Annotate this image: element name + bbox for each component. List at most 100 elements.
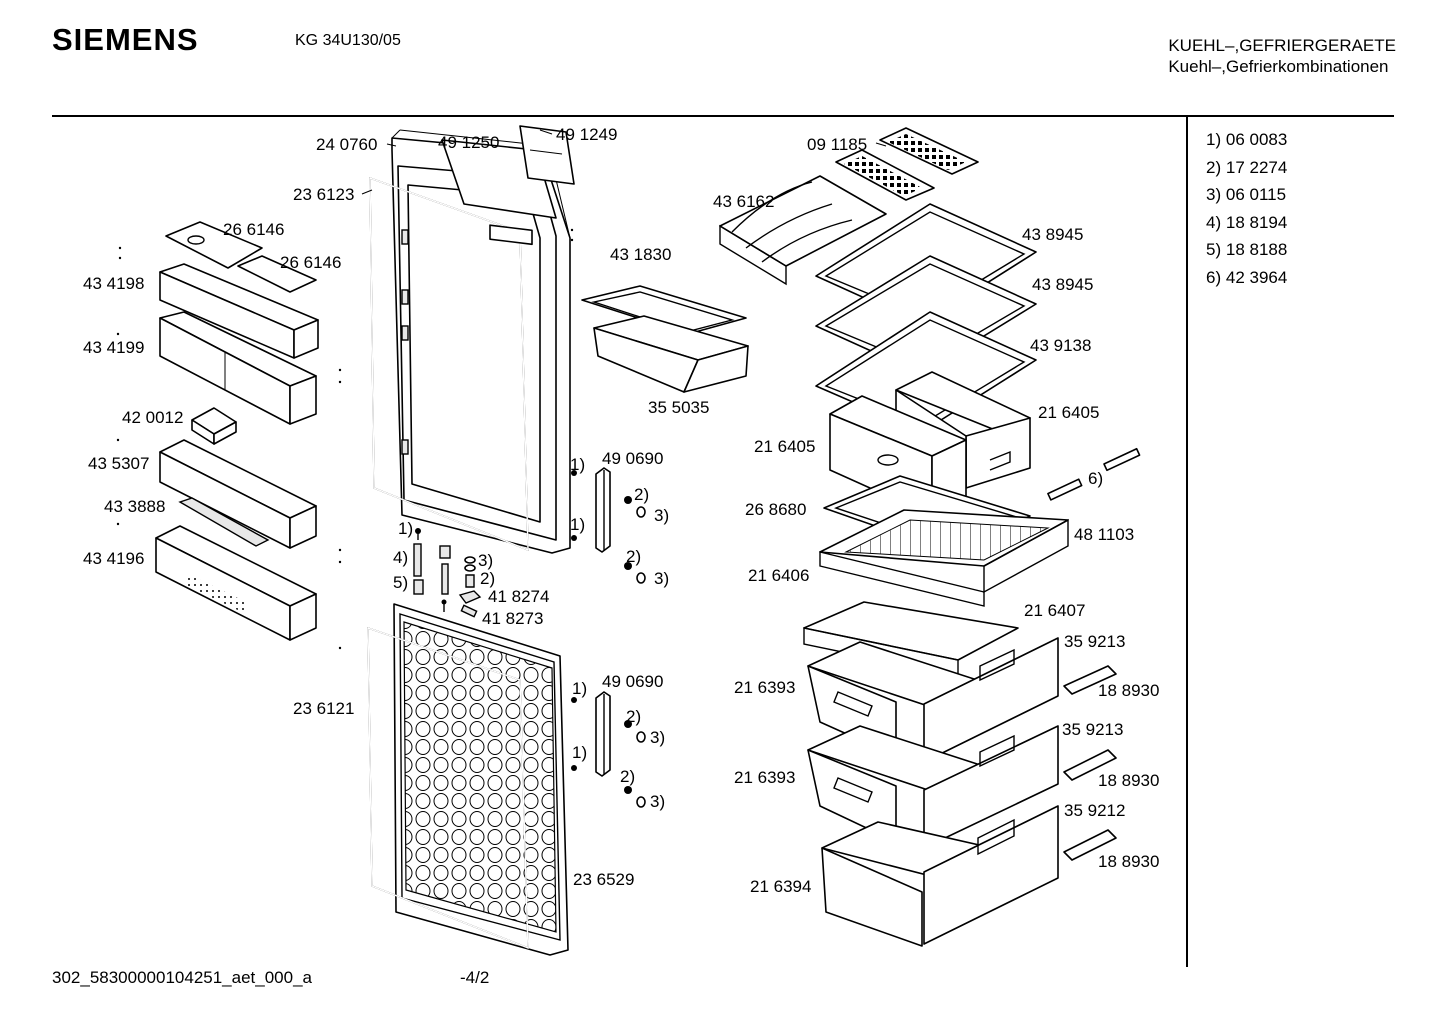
callout-label: 48 1103: [1074, 525, 1134, 544]
hinge-hardware: [413, 528, 482, 618]
legend-list: 1) 06 0083 2) 17 2274 3) 06 0115 4) 18 8…: [1206, 126, 1287, 291]
door-shelf-1: [159, 263, 319, 359]
callout-label: 2): [626, 547, 641, 566]
callout-label: 3): [478, 551, 493, 570]
callout-label: 43 3888: [104, 497, 165, 516]
freezer-door-gasket: [367, 627, 529, 950]
callout-label: 21 6406: [748, 566, 809, 585]
door-shelf-4: [155, 525, 317, 641]
callout-label: 23 6121: [293, 699, 354, 718]
callout-label: 43 9138: [1030, 336, 1091, 355]
leader-lines: [361, 129, 887, 195]
door-handle-lower: [571, 691, 646, 808]
callout-label: 35 9213: [1062, 720, 1123, 739]
callout-label: 4): [393, 548, 408, 567]
callout-label: 2): [626, 707, 641, 726]
callout-label: 1): [572, 743, 587, 762]
legend-item: 3) 06 0115: [1206, 185, 1287, 204]
brand-logo: SIEMENS: [52, 22, 199, 57]
callout-label: 5): [393, 573, 408, 592]
callout-label: 43 5307: [88, 454, 149, 473]
door-handle-upper: [571, 467, 646, 584]
callout-label: 21 6393: [734, 678, 795, 697]
fridge-door-gasket: [369, 176, 529, 552]
callout-label: 42 0012: [122, 408, 183, 427]
callout-label: 26 8680: [745, 500, 806, 519]
bottle-retainer: [178, 497, 270, 547]
legend-item: 4) 18 8194: [1206, 212, 1288, 232]
callout-label: 3): [650, 728, 665, 747]
category-heading: KUEHL–,GEFRIERGERAETE Kuehl–,Gefrierkomb…: [1168, 35, 1396, 77]
callout-label: 6): [1088, 469, 1103, 488]
callout-label: 3): [654, 506, 669, 525]
handle-cover: [519, 125, 575, 185]
chiller-drawer: [593, 315, 749, 393]
legend-item: 5) 18 8188: [1206, 240, 1288, 259]
callout-label: 35 5035: [648, 398, 709, 417]
callout-label: 35 9213: [1064, 632, 1125, 651]
ice-cube-tray-1: [835, 127, 979, 201]
drawer-handle-3: [1063, 829, 1117, 861]
callout-label: 21 6405: [1038, 403, 1099, 422]
freezer-door: [393, 603, 569, 956]
callout-label: 18 8930: [1098, 681, 1159, 700]
callout-label: 23 6123: [293, 185, 354, 204]
egg-tray-lid: [165, 221, 317, 293]
callout-label: 43 8945: [1032, 275, 1093, 294]
callout-label: 43 4199: [83, 338, 144, 357]
callout-label: 41 8273: [482, 609, 543, 628]
callout-label: 41 8274: [488, 587, 549, 606]
callout-label: 21 6394: [750, 877, 811, 896]
dotted-guides: [116, 228, 574, 650]
document-id: 302_58300000104251_aet_000_a: [52, 968, 312, 987]
legend-divider: [1186, 117, 1188, 967]
callout-label: 49 0690: [602, 672, 663, 691]
callout-label: 09 1185: [807, 135, 867, 154]
callout-label: 18 8930: [1098, 852, 1159, 871]
callout-label: 49 1249: [556, 125, 617, 144]
vegetable-drawer-frame: [819, 551, 985, 607]
callout-label: 43 6162: [713, 192, 774, 211]
model-number: KG 34U130/05: [295, 32, 401, 49]
drawer-handle-2: [1063, 749, 1117, 781]
callout-label: 1): [572, 679, 587, 698]
crisper-glass-cover: [819, 509, 1069, 594]
door-shelf-3: [159, 439, 317, 549]
drawer-handle-1: [1063, 665, 1117, 695]
legend-item: 1) 06 0083: [1206, 130, 1288, 149]
callout-label: 2): [634, 485, 649, 504]
category-line-1: KUEHL–,GEFRIERGERAETE: [1168, 36, 1396, 55]
header-divider: [52, 115, 1394, 117]
butter-dish: [191, 407, 237, 445]
door-shelf-2: [159, 311, 317, 425]
category-line-2: Kuehl–,Gefrierkombinationen: [1168, 57, 1389, 76]
bottle-rack: [719, 175, 887, 286]
callout-label: 2): [620, 767, 635, 786]
callout-label: 26 6146: [280, 253, 341, 272]
callout-label: 18 8930: [1098, 771, 1159, 790]
callout-label: 21 6393: [734, 768, 795, 787]
callout-label: 43 4198: [83, 274, 144, 293]
callout-label: 35 9212: [1064, 801, 1125, 820]
callout-label: 26 6146: [223, 220, 284, 239]
freezer-drawer-3: [821, 805, 1059, 947]
callout-label: 1): [570, 455, 585, 474]
callout-label: 24 0760: [316, 135, 377, 154]
callout-label: 43 1830: [610, 245, 671, 264]
legend-item: 2) 17 2274: [1206, 157, 1288, 177]
callout-label: 21 6407: [1024, 601, 1085, 620]
callout-label: 2): [480, 569, 495, 588]
page-number: -4/2: [460, 968, 490, 987]
callout-label: 21 6405: [754, 437, 815, 456]
freezer-drawer-2: [807, 725, 1059, 849]
callout-label: 49 1250: [438, 133, 499, 152]
callout-label: 43 4196: [83, 549, 144, 568]
callout-label: 23 6529: [573, 870, 634, 889]
callout-labels: 24 0760 49 1250 49 1249 23 6123 26 6146 …: [83, 125, 1159, 896]
callout-label: 1): [398, 519, 413, 538]
callout-label: 1): [570, 515, 585, 534]
callout-label: 3): [654, 569, 669, 588]
shelf-clips: [1047, 447, 1141, 501]
callout-label: 3): [650, 792, 665, 811]
